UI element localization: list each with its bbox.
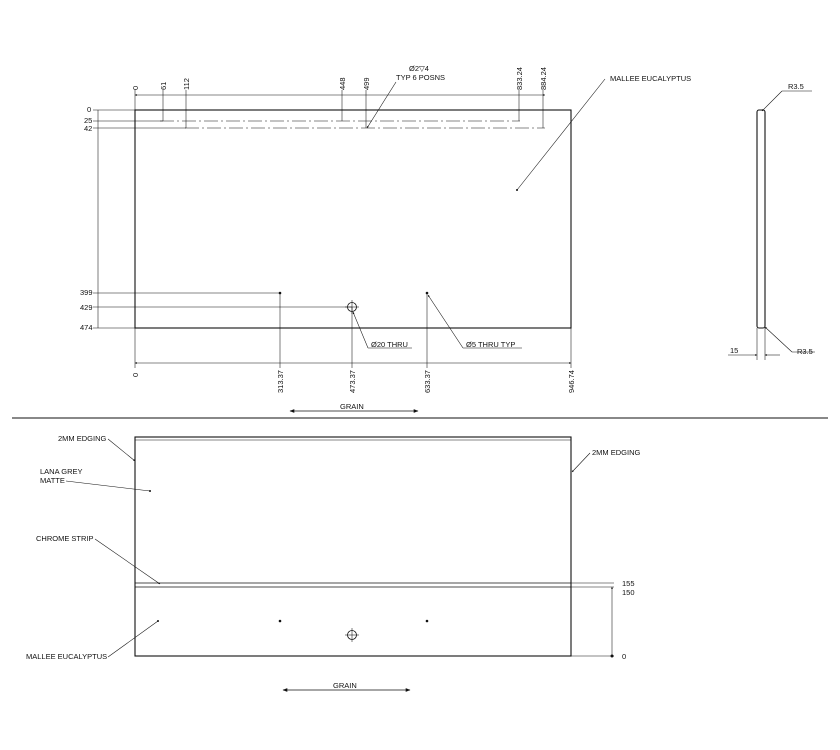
grain-label-top: GRAIN (340, 402, 364, 411)
edging-left-leader (107, 438, 136, 462)
dim-top-448: 448 (338, 77, 347, 90)
dim-top-833: 833.24 (515, 67, 524, 90)
thru20-leader (352, 311, 369, 349)
top-view: 0 61 112 448 499 833.24 884.24 Ø2▽4 TYP … (80, 64, 691, 413)
dim-left-0: 0 (87, 105, 91, 114)
dim-bottom-633: 633.37 (423, 370, 432, 393)
material-label-top: MALLEE EUCALYPTUS (610, 74, 691, 83)
hole-callout-dia: Ø2▽4 (409, 64, 429, 73)
thru20-label: Ø20 THRU (371, 340, 408, 349)
dim-bottom-313: 313.37 (276, 370, 285, 393)
edging-right-label: 2MM EDGING (592, 448, 641, 457)
dim-right-155: 155 (622, 579, 635, 588)
thickness-label: 15 (730, 346, 738, 355)
lana-label-2: MATTE (40, 476, 65, 485)
dim-top-61: 61 (159, 82, 168, 90)
dim-bottom-0: 0 (131, 373, 140, 377)
radius-bottom-leader (764, 326, 793, 353)
hole-callout-typ: TYP 6 POSNS (396, 73, 445, 82)
dim-left-42: 42 (84, 124, 92, 133)
edging-right-leader (571, 452, 591, 473)
thru5-leader (427, 294, 464, 349)
chrome-label: CHROME STRIP (36, 534, 94, 543)
radius-bottom-label: R3.5 (797, 347, 813, 356)
panel-outline-top (134, 109, 572, 329)
radius-top-leader (761, 90, 783, 112)
chrome-leader (94, 538, 161, 585)
dim-bottom-946: 946.74 (567, 370, 576, 393)
grain-label-front: GRAIN (333, 681, 357, 690)
dim-right-150: 150 (622, 588, 635, 597)
lana-leader (65, 480, 151, 492)
dim-top-0: 0 (131, 86, 140, 90)
dim-origin-dot (610, 654, 614, 658)
hole-callout-leader (366, 81, 397, 129)
dim-bottom-473: 473.37 (348, 370, 357, 393)
side-profile (756, 109, 766, 329)
thru5-label: Ø5 THRU TYP (466, 340, 515, 349)
side-view: R3.5 15 R3.5 (728, 82, 815, 360)
panel-outline-front (134, 436, 572, 657)
front-view: 2MM EDGING 2MM EDGING LANA GREY MATTE CH… (26, 434, 641, 692)
dim-top-499: 499 (362, 77, 371, 90)
lana-label-1: LANA GREY (40, 467, 83, 476)
hole-front-left (278, 619, 282, 623)
hole-front-right (425, 619, 429, 623)
hole-front-20mm (345, 628, 359, 642)
dim-left-25: 25 (84, 116, 92, 125)
dim-left-399: 399 (80, 288, 93, 297)
edging-left-label: 2MM EDGING (58, 434, 107, 443)
radius-top-label: R3.5 (788, 82, 804, 91)
mallee-label-front: MALLEE EUCALYPTUS (26, 652, 107, 661)
dim-top-884: 884.24 (539, 67, 548, 90)
dim-left-429: 429 (80, 303, 93, 312)
dim-left-474: 474 (80, 323, 93, 332)
dim-top-112: 112 (182, 78, 191, 90)
mallee-leader (107, 620, 159, 658)
dim-right-0: 0 (622, 652, 626, 661)
material-leader (516, 78, 606, 191)
